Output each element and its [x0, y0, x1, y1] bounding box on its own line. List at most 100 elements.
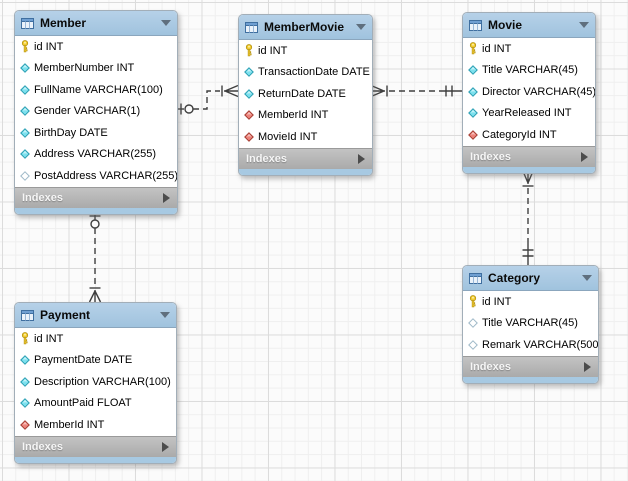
- primary-key-icon: [20, 40, 30, 53]
- column-list: id INT Title VARCHAR(45) Remark VARCHAR(50…: [463, 291, 598, 356]
- collapse-caret-icon[interactable]: [160, 312, 170, 318]
- indexes-footer[interactable]: Indexes: [463, 145, 595, 167]
- collapse-caret-icon[interactable]: [356, 24, 366, 30]
- table-name: Movie: [488, 18, 523, 32]
- expand-arrow-icon: [358, 153, 365, 164]
- relationship-member-payment[interactable]: [88, 210, 102, 303]
- indexes-footer[interactable]: Indexes: [15, 435, 176, 457]
- column-label: ReturnDate DATE: [258, 87, 346, 100]
- column-row[interactable]: id INT: [15, 36, 177, 58]
- column-label: Address VARCHAR(255): [34, 148, 157, 161]
- column-label: FullName VARCHAR(100): [34, 83, 163, 96]
- collapse-caret-icon[interactable]: [579, 22, 589, 28]
- column-label: MemberId INT: [34, 418, 105, 431]
- column-row[interactable]: YearReleased INT: [463, 103, 595, 125]
- table-membermovie[interactable]: MemberMovie id INT TransactionDate DATE Ret…: [238, 14, 373, 176]
- column-notnull-icon: [20, 149, 30, 160]
- relationship-membermovie-movie[interactable]: [370, 84, 462, 98]
- indexes-footer[interactable]: Indexes: [15, 186, 177, 208]
- column-row[interactable]: Title VARCHAR(45): [463, 60, 595, 82]
- table-payment[interactable]: Payment id INT PaymentDate DATE Description…: [14, 302, 177, 464]
- indexes-label: Indexes: [22, 440, 63, 453]
- column-row[interactable]: Gender VARCHAR(1): [15, 101, 177, 123]
- indexes-footer[interactable]: Indexes: [239, 147, 372, 169]
- column-row[interactable]: Title VARCHAR(45): [463, 313, 598, 335]
- column-label: YearReleased INT: [482, 107, 572, 120]
- expand-arrow-icon: [581, 151, 588, 162]
- column-row[interactable]: id INT: [15, 328, 176, 350]
- column-label: Description VARCHAR(100): [34, 375, 171, 388]
- column-label: id INT: [34, 40, 64, 53]
- column-row[interactable]: ReturnDate DATE: [239, 83, 372, 105]
- column-label: Remark VARCHAR(500): [482, 338, 599, 351]
- expand-arrow-icon: [162, 441, 169, 452]
- column-row[interactable]: MemberNumber INT: [15, 58, 177, 80]
- column-notnull-icon: [20, 63, 30, 74]
- table-icon: [21, 17, 34, 29]
- indexes-label: Indexes: [470, 360, 511, 373]
- column-row[interactable]: Remark VARCHAR(500): [463, 334, 598, 356]
- column-label: PaymentDate DATE: [34, 354, 133, 367]
- indexes-label: Indexes: [246, 152, 287, 165]
- column-row[interactable]: Address VARCHAR(255): [15, 144, 177, 166]
- table-header[interactable]: Movie: [463, 13, 595, 38]
- relationship-member-membermovie[interactable]: [176, 84, 239, 115]
- column-row[interactable]: FullName VARCHAR(100): [15, 79, 177, 101]
- column-row[interactable]: AmountPaid FLOAT: [15, 393, 176, 415]
- column-row[interactable]: PostAddress VARCHAR(255): [15, 165, 177, 187]
- column-label: PostAddress VARCHAR(255): [34, 169, 178, 182]
- table-header[interactable]: Payment: [15, 303, 176, 328]
- table-header[interactable]: Member: [15, 11, 177, 36]
- column-row[interactable]: Director VARCHAR(45): [463, 81, 595, 103]
- column-row[interactable]: id INT: [463, 38, 595, 60]
- column-row[interactable]: Description VARCHAR(100): [15, 371, 176, 393]
- column-notnull-icon: [468, 86, 478, 97]
- table-header[interactable]: Category: [463, 266, 598, 291]
- column-label: CategoryId INT: [482, 128, 557, 141]
- column-label: AmountPaid FLOAT: [34, 397, 132, 410]
- table-icon: [469, 272, 482, 284]
- column-label: Title VARCHAR(45): [482, 317, 578, 330]
- column-fk-icon: [244, 131, 254, 142]
- indexes-footer[interactable]: Indexes: [463, 355, 598, 377]
- column-row[interactable]: CategoryId INT: [463, 124, 595, 146]
- indexes-label: Indexes: [22, 191, 63, 204]
- table-name: Payment: [40, 308, 91, 322]
- column-label: id INT: [482, 295, 512, 308]
- table-name: Category: [488, 271, 541, 285]
- table-icon: [21, 309, 34, 321]
- table-member[interactable]: Member id INT MemberNumber INT FullName VAR…: [14, 10, 178, 215]
- column-label: id INT: [482, 42, 512, 55]
- column-notnull-icon: [244, 67, 254, 78]
- column-label: Gender VARCHAR(1): [34, 105, 141, 118]
- table-movie[interactable]: Movie id INT Title VARCHAR(45) Director VAR…: [462, 12, 596, 174]
- collapse-caret-icon[interactable]: [161, 20, 171, 26]
- column-label: id INT: [34, 332, 64, 345]
- column-label: id INT: [258, 44, 288, 57]
- column-label: Title VARCHAR(45): [482, 64, 578, 77]
- column-row[interactable]: id INT: [239, 40, 372, 62]
- column-fk-icon: [468, 129, 478, 140]
- column-notnull-icon: [468, 65, 478, 76]
- column-label: BirthDay DATE: [34, 126, 108, 139]
- column-row[interactable]: MemberId INT: [239, 105, 372, 127]
- column-list: id INT PaymentDate DATE Description VARCHA…: [15, 328, 176, 436]
- column-row[interactable]: PaymentDate DATE: [15, 350, 176, 372]
- relationship-movie-category[interactable]: [521, 169, 535, 265]
- table-icon: [469, 19, 482, 31]
- primary-key-icon: [20, 332, 30, 345]
- table-category[interactable]: Category id INT Title VARCHAR(45) Remark VA…: [462, 265, 599, 384]
- column-label: TransactionDate DATE: [258, 66, 370, 79]
- column-row[interactable]: id INT: [463, 291, 598, 313]
- expand-arrow-icon: [163, 192, 170, 203]
- column-notnull-icon: [20, 355, 30, 366]
- column-row[interactable]: MemberId INT: [15, 414, 176, 436]
- column-row[interactable]: MovieId INT: [239, 126, 372, 148]
- column-label: Director VARCHAR(45): [482, 85, 596, 98]
- column-list: id INT TransactionDate DATE ReturnDate DAT…: [239, 40, 372, 148]
- table-header[interactable]: MemberMovie: [239, 15, 372, 40]
- column-row[interactable]: BirthDay DATE: [15, 122, 177, 144]
- column-row[interactable]: TransactionDate DATE: [239, 62, 372, 84]
- collapse-caret-icon[interactable]: [582, 275, 592, 281]
